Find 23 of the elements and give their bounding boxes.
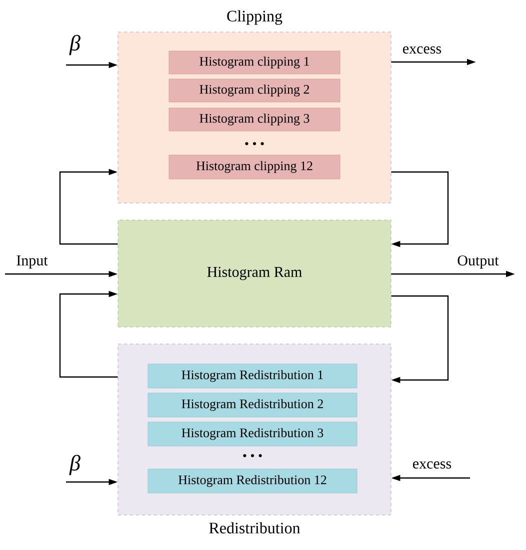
feedback-arrow [391, 295, 449, 384]
node-label: Redistribution [209, 522, 300, 534]
feedback-arrow [391, 171, 449, 248]
node-label: Clipping [227, 10, 282, 25]
feedback-arrow [59, 290, 118, 378]
feedback-arrow [59, 168, 118, 245]
redistribution-unit-box: Histogram Redistribution 3 [148, 422, 358, 446]
clipping-unit-box: Histogram clipping 2 [168, 78, 340, 102]
redistribution-unit-box: Histogram Redistribution 12 [148, 468, 358, 494]
redistribution-unit-box: Histogram Redistribution 1 [148, 364, 358, 388]
edge-label: Input [16, 256, 48, 269]
ellipsis-dots: • • • [245, 142, 264, 146]
redistribution-unit-box: Histogram Redistribution 2 [148, 392, 358, 418]
parameter-label: β [69, 34, 80, 56]
edge-label: Output [458, 255, 499, 269]
parameter-label: β [69, 454, 80, 476]
edge-label: excess [413, 461, 452, 469]
ram-box: Histogram Ram [118, 220, 392, 328]
clipping-unit-box: Histogram clipping 12 [168, 154, 340, 180]
ellipsis-dots: • • • [243, 454, 262, 458]
clipping-unit-box: Histogram clipping 1 [168, 50, 340, 74]
clipping-unit-box: Histogram clipping 3 [168, 108, 340, 132]
edge-label: excess [403, 46, 442, 54]
